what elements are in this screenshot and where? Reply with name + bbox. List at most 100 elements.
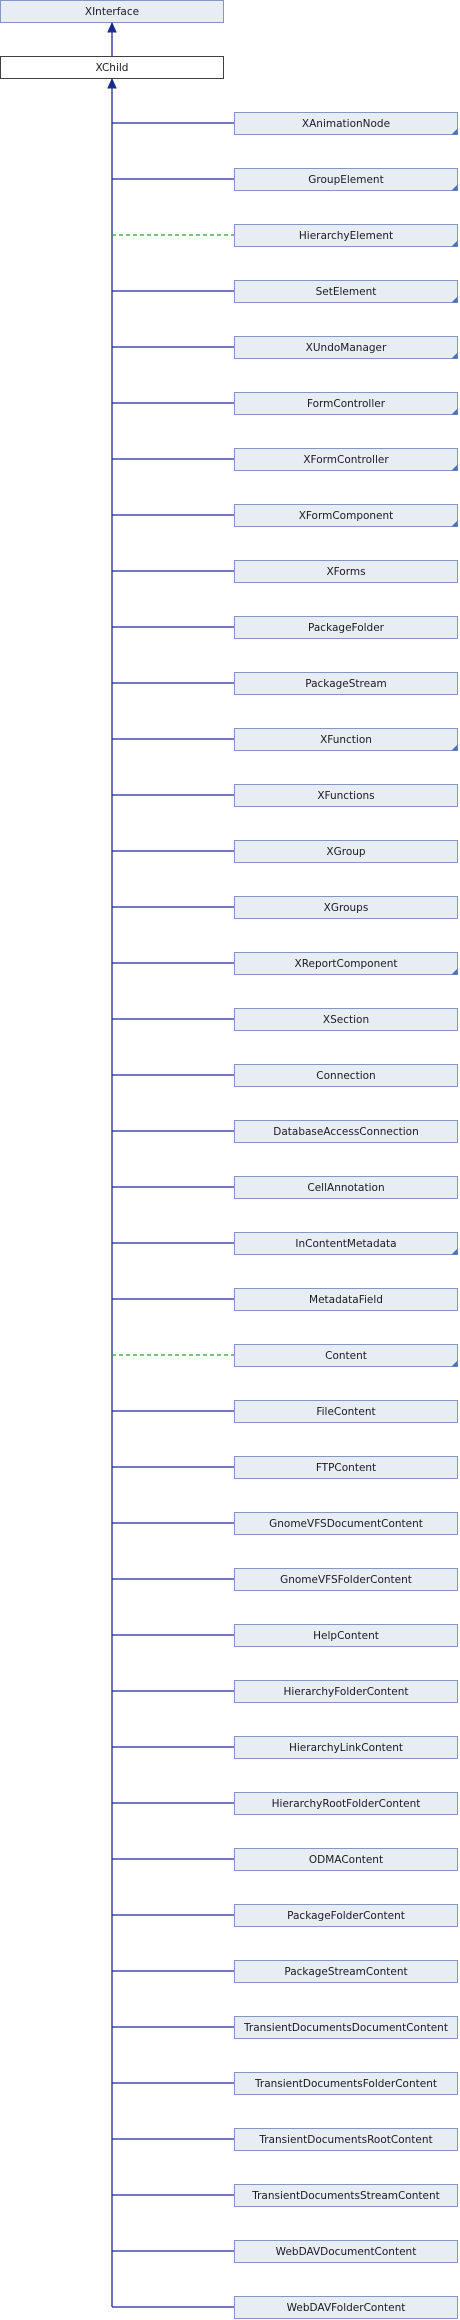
node-box[interactable] xyxy=(234,1176,458,1199)
node-label: InContentMetadata xyxy=(295,1238,396,1250)
node-box[interactable] xyxy=(234,1568,458,1591)
node-box[interactable] xyxy=(234,1848,458,1871)
node-box[interactable] xyxy=(234,2184,458,2207)
derived-class-node[interactable]: Content xyxy=(112,1344,458,1367)
derived-class-node[interactable]: FileContent xyxy=(112,1400,458,1423)
derived-class-node[interactable]: HierarchyElement xyxy=(112,224,458,247)
collapsed-corner-icon xyxy=(451,744,458,751)
derived-class-node[interactable]: XAnimationNode xyxy=(112,112,458,135)
node-box[interactable] xyxy=(234,672,458,695)
derived-class-node[interactable]: MetadataField xyxy=(112,1288,458,1311)
node-box[interactable] xyxy=(234,2296,458,2319)
derived-class-node[interactable]: TransientDocumentsDocumentContent xyxy=(112,2016,458,2039)
node-box[interactable] xyxy=(234,840,458,863)
derived-class-node[interactable]: XFormComponent xyxy=(112,504,458,527)
derived-class-node[interactable]: XGroups xyxy=(112,896,458,919)
derived-class-node[interactable]: TransientDocumentsFolderContent xyxy=(112,2072,458,2095)
node-label: GroupElement xyxy=(308,174,383,186)
derived-class-node[interactable]: XGroup xyxy=(112,840,458,863)
node-box[interactable] xyxy=(234,1624,458,1647)
node-label: SetElement xyxy=(316,286,377,298)
node-box[interactable] xyxy=(234,2240,458,2263)
node-box[interactable] xyxy=(234,1904,458,1927)
node-box[interactable] xyxy=(234,1792,458,1815)
derived-class-node[interactable]: XFunction xyxy=(112,728,458,751)
node-box[interactable] xyxy=(234,1960,458,1983)
node-box[interactable] xyxy=(234,2016,458,2039)
derived-class-node[interactable]: HierarchyFolderContent xyxy=(112,1680,458,1703)
node-box[interactable] xyxy=(234,1736,458,1759)
collapsed-corner-icon xyxy=(451,128,458,135)
derived-class-node[interactable]: GnomeVFSDocumentContent xyxy=(112,1512,458,1535)
node-box[interactable] xyxy=(234,224,458,247)
derived-class-node[interactable]: GnomeVFSFolderContent xyxy=(112,1568,458,1591)
collapsed-corner-icon xyxy=(451,1360,458,1367)
derived-class-node[interactable]: InContentMetadata xyxy=(112,1232,458,1255)
derived-class-node[interactable]: FTPContent xyxy=(112,1456,458,1479)
node-box[interactable] xyxy=(234,2128,458,2151)
node-box[interactable] xyxy=(234,1512,458,1535)
derived-class-node[interactable]: GroupElement xyxy=(112,168,458,191)
node-box[interactable] xyxy=(234,112,458,135)
derived-class-node[interactable]: WebDAVFolderContent xyxy=(112,2296,458,2319)
node-label: WebDAVFolderContent xyxy=(287,2302,406,2314)
node-label: XGroups xyxy=(324,902,369,914)
derived-class-node[interactable]: PackageStreamContent xyxy=(112,1960,458,1983)
node-label: HelpContent xyxy=(313,1630,379,1642)
derived-class-node[interactable]: XUndoManager xyxy=(112,336,458,359)
node-label: XChild xyxy=(96,62,129,74)
collapsed-corner-icon xyxy=(451,296,458,303)
derived-class-node[interactable]: PackageStream xyxy=(112,672,458,695)
node-label: FileContent xyxy=(316,1406,375,1418)
derived-class-node[interactable]: TransientDocumentsRootContent xyxy=(112,2128,458,2151)
node-box[interactable] xyxy=(234,392,458,415)
node-box[interactable] xyxy=(234,784,458,807)
collapsed-corner-icon xyxy=(451,184,458,191)
derived-class-node[interactable]: HelpContent xyxy=(112,1624,458,1647)
node-xchild[interactable]: XChild xyxy=(0,56,224,79)
derived-class-node[interactable]: XFunctions xyxy=(112,784,458,807)
node-box[interactable] xyxy=(234,952,458,975)
node-box[interactable] xyxy=(234,280,458,303)
node-box[interactable] xyxy=(234,896,458,919)
node-box[interactable] xyxy=(234,1344,458,1367)
node-box[interactable] xyxy=(234,728,458,751)
node-box[interactable] xyxy=(234,168,458,191)
node-box[interactable] xyxy=(234,448,458,471)
node-box[interactable] xyxy=(234,1456,458,1479)
collapsed-corner-icon xyxy=(451,1248,458,1255)
inheritance-edge-xchild-xinterface xyxy=(107,21,117,56)
node-box[interactable] xyxy=(234,2072,458,2095)
derived-class-node[interactable]: FormController xyxy=(112,392,458,415)
derived-class-node[interactable]: XForms xyxy=(112,560,458,583)
derived-class-node[interactable]: ODMAContent xyxy=(112,1848,458,1871)
derived-class-node[interactable]: XFormController xyxy=(112,448,458,471)
derived-class-node[interactable]: WebDAVDocumentContent xyxy=(112,2240,458,2263)
collapsed-corner-icon xyxy=(451,464,458,471)
derived-class-node[interactable]: Connection xyxy=(112,1064,458,1087)
node-box[interactable] xyxy=(234,1120,458,1143)
derived-class-node[interactable]: XReportComponent xyxy=(112,952,458,975)
derived-class-node[interactable]: HierarchyRootFolderContent xyxy=(112,1792,458,1815)
node-box[interactable] xyxy=(234,336,458,359)
derived-class-node[interactable]: CellAnnotation xyxy=(112,1176,458,1199)
derived-class-node[interactable]: SetElement xyxy=(112,280,458,303)
node-box[interactable] xyxy=(234,1680,458,1703)
node-box[interactable] xyxy=(234,560,458,583)
collapsed-corner-icon xyxy=(451,520,458,527)
node-box[interactable] xyxy=(234,616,458,639)
derived-class-node[interactable]: DatabaseAccessConnection xyxy=(112,1120,458,1143)
node-box[interactable] xyxy=(234,504,458,527)
node-box[interactable] xyxy=(234,1288,458,1311)
derived-class-node[interactable]: PackageFolderContent xyxy=(112,1904,458,1927)
node-box[interactable] xyxy=(234,1064,458,1087)
derived-class-node[interactable]: TransientDocumentsStreamContent xyxy=(112,2184,458,2207)
node-box[interactable] xyxy=(234,1008,458,1031)
node-xinterface[interactable]: XInterface xyxy=(0,0,224,23)
node-box[interactable] xyxy=(234,1232,458,1255)
node-label: HierarchyElement xyxy=(299,230,393,242)
derived-class-node[interactable]: PackageFolder xyxy=(112,616,458,639)
derived-class-node[interactable]: XSection xyxy=(112,1008,458,1031)
node-box[interactable] xyxy=(234,1400,458,1423)
derived-class-node[interactable]: HierarchyLinkContent xyxy=(112,1736,458,1759)
